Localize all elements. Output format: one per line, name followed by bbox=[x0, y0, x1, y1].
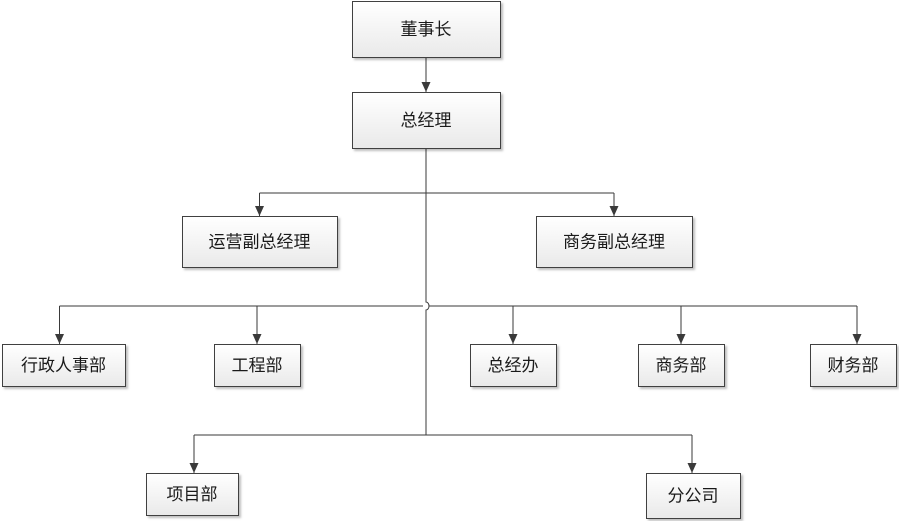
node-ops-vp: 运营副总经理 bbox=[182, 216, 338, 268]
node-label: 分公司 bbox=[668, 487, 719, 507]
arrowhead bbox=[676, 334, 686, 344]
arrowhead bbox=[189, 463, 199, 473]
arrowhead bbox=[55, 334, 64, 344]
node-box bbox=[2, 344, 126, 387]
node-box bbox=[536, 216, 693, 268]
node-label: 商务部 bbox=[656, 356, 707, 376]
connector-trunk bbox=[425, 148, 430, 435]
node-branch: 分公司 bbox=[646, 473, 741, 519]
node-box bbox=[182, 216, 338, 268]
arrowhead bbox=[508, 334, 518, 344]
node-finance: 财务部 bbox=[810, 344, 897, 387]
node-box bbox=[146, 473, 239, 516]
node-label: 董事长 bbox=[401, 20, 452, 40]
node-biz-vp: 商务副总经理 bbox=[536, 216, 693, 268]
node-label: 工程部 bbox=[232, 356, 283, 376]
node-chairman: 董事长 bbox=[352, 1, 501, 58]
node-box bbox=[638, 344, 725, 387]
arrowhead bbox=[255, 206, 264, 216]
node-box bbox=[810, 344, 897, 387]
node-label: 项目部 bbox=[167, 485, 218, 505]
node-box bbox=[470, 344, 557, 387]
connectors bbox=[55, 57, 862, 473]
node-label: 行政人事部 bbox=[21, 356, 106, 376]
arrowhead bbox=[609, 206, 619, 216]
node-gm: 总经理 bbox=[352, 92, 501, 149]
node-commerce: 商务部 bbox=[638, 344, 725, 387]
node-project: 项目部 bbox=[146, 473, 239, 516]
node-engineering: 工程部 bbox=[214, 344, 301, 387]
node-box bbox=[646, 473, 741, 519]
node-box bbox=[352, 92, 501, 149]
node-label: 总经办 bbox=[488, 356, 539, 376]
node-label: 总经理 bbox=[401, 111, 452, 131]
node-box bbox=[352, 1, 501, 58]
arrowhead bbox=[852, 334, 862, 344]
node-label: 商务副总经理 bbox=[563, 233, 665, 253]
node-label: 财务部 bbox=[828, 356, 879, 376]
node-admin-hr: 行政人事部 bbox=[2, 344, 126, 387]
node-label: 运营副总经理 bbox=[209, 233, 311, 253]
node-gm-office: 总经办 bbox=[470, 344, 557, 387]
arrowhead bbox=[421, 82, 431, 92]
node-box bbox=[214, 344, 301, 387]
arrowhead bbox=[687, 463, 697, 473]
arrowhead bbox=[252, 334, 262, 344]
